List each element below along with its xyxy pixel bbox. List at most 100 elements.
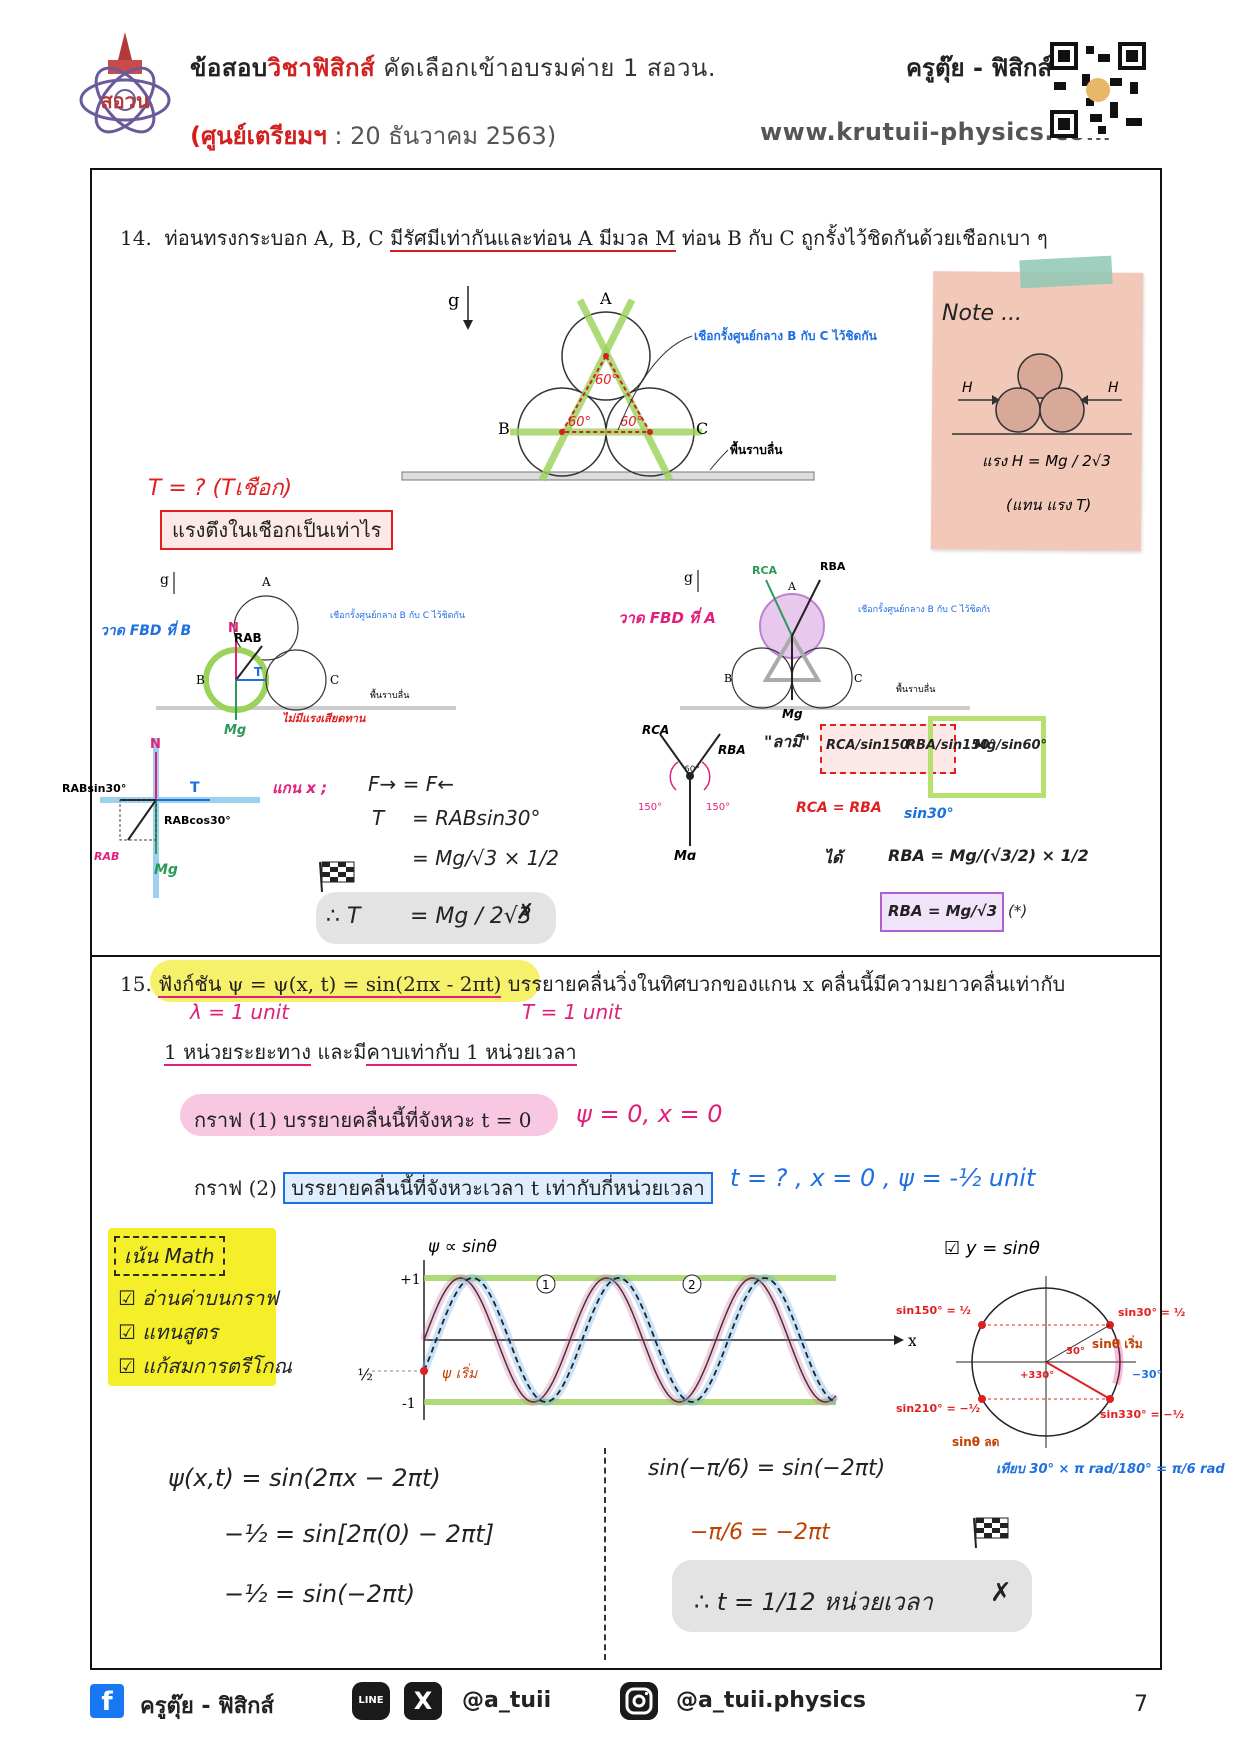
svg-text:RABcos30°: RABcos30° <box>164 814 231 827</box>
line-icon[interactable]: LINE <box>352 1682 390 1720</box>
q15-lambda-note: λ = 1 unit <box>190 1000 290 1024</box>
footer-twitter[interactable]: @a_tuii <box>462 1688 552 1713</box>
svg-text:B: B <box>724 672 732 685</box>
svg-text:ไม่มีแรงเสียดทาน: ไม่มีแรงเสียดทาน <box>282 711 366 725</box>
instagram-icon[interactable] <box>620 1682 658 1720</box>
note-content: Note ... H H แรง H = Mg / 2√3 (แทน แรง T… <box>942 301 1132 514</box>
svg-text:60°: 60° <box>568 415 591 430</box>
q15-answer-box <box>672 1560 1032 1632</box>
facebook-icon[interactable]: f <box>90 1684 124 1718</box>
posn-logo: สอวน <box>79 32 171 134</box>
svg-text:T: T <box>254 665 263 679</box>
q14-answer-rhs: = Mg / 2√3 <box>410 904 532 929</box>
svg-text:g: g <box>448 290 460 311</box>
lami-label: "ลามี" <box>764 732 811 751</box>
svg-text:แรง H = Mg / 2√3: แรง H = Mg / 2√3 <box>982 452 1111 470</box>
svg-text:B: B <box>196 673 205 687</box>
x-icon[interactable]: X <box>404 1682 442 1720</box>
svg-text:Mg: Mg <box>674 849 696 860</box>
lami-result: RBA = Mg/√3 <box>888 902 998 920</box>
svg-text:พื้นราบลื่น: พื้นราบลื่น <box>730 440 783 457</box>
svg-text:2: 2 <box>688 1278 696 1292</box>
svg-text:(แทน แรง T): (แทน แรง T) <box>1006 496 1091 514</box>
svg-text:เชือกรั้งศูนย์กลาง B กับ C ไว้: เชือกรั้งศูนย์กลาง B กับ C ไว้ชิดกัน <box>858 602 990 615</box>
q15-answer: ∴ t = 1/12 หน่วยเวลา <box>694 1588 933 1616</box>
work-line-1: ψ(x,t) = sin(2πx − 2πt) <box>168 1464 441 1492</box>
svg-text:A: A <box>261 575 271 589</box>
svg-text:sinθ ลด: sinθ ลด <box>952 1435 1000 1449</box>
svg-text:−½: −½ <box>356 1365 373 1384</box>
lami-result-box <box>880 892 1004 932</box>
work-line-3: −½ = sin(−2πt) <box>224 1580 416 1608</box>
q15-statement: 15. ฟังก์ชัน ψ = ψ(x, t) = sin(2πx - 2πt… <box>120 972 1066 998</box>
svg-text:60°: 60° <box>595 373 618 388</box>
q14-ask-box: แรงตึงในเชือกเป็นเท่าไร <box>160 510 394 550</box>
lami-dashed-box <box>820 724 956 774</box>
svg-text:Mg: Mg <box>224 723 246 738</box>
checkered-flag-icon-2 <box>973 1517 1009 1549</box>
svg-text:N: N <box>228 621 239 636</box>
lami-get: ได้ <box>824 848 843 867</box>
svg-text:sin150° = ½: sin150° = ½ <box>896 1304 971 1317</box>
svg-text:RAB: RAB <box>234 631 262 645</box>
lami-eq-a: RCA/sin150° <box>826 738 916 753</box>
footer-facebook[interactable]: ครูตุ๊ย - ฟิสิกส์ <box>140 1694 274 1719</box>
lami-sin30: sin30° <box>904 806 954 822</box>
svg-text:−30°: −30° <box>1132 1368 1162 1381</box>
focus-item-3: ☑ แก้สมการตรีโกณ <box>118 1354 292 1378</box>
svg-text:พื้นราบลื่น: พื้นราบลื่น <box>370 688 409 701</box>
svg-text:RBA: RBA <box>820 560 846 573</box>
svg-text:Mg: Mg <box>782 707 803 721</box>
eq-t-sub: = Mg/√3 × 1/2 <box>412 846 559 870</box>
q15-graph2: กราฟ (2) บรรยายคลื่นนี้ที่จังหวะเวลา t เ… <box>194 1172 713 1204</box>
lami-equal: RCA = RBA <box>796 800 882 816</box>
lami-rba-eq: RBA = Mg/(√3/2) × 1/2 <box>888 846 1089 865</box>
lami-star: (*) <box>1008 902 1028 920</box>
svg-text:B: B <box>498 419 510 438</box>
lami-green-box <box>928 716 1046 798</box>
q14-done-mark: ✗ <box>516 900 535 925</box>
svg-text:-1: -1 <box>402 1396 416 1412</box>
svg-text:RABsin30°: RABsin30° <box>62 782 126 795</box>
svg-text:H: H <box>962 380 973 396</box>
svg-text:g: g <box>684 570 693 586</box>
svg-text:C: C <box>696 419 708 438</box>
fbd-a-diagram: g RCA RBA Mg A B C เชือกรั้งศูนย์กลาง B … <box>680 560 990 721</box>
svg-text:x: x <box>908 1331 916 1350</box>
q15-graph1: กราฟ (1) บรรยายคลื่นนี้ที่จังหวะ t = 0 <box>194 1108 532 1132</box>
footer-instagram[interactable]: @a_tuii.physics <box>676 1688 866 1713</box>
q15-period-note: T = 1 unit <box>522 1000 622 1024</box>
header-subtitle: (ศูนย์เตรียมฯ : 20 ธันวาคม 2563) <box>190 122 557 150</box>
lami-eq-c: Mg/sin60° <box>974 738 1048 753</box>
focus-sticky-note: เน้น Math ☑ อ่านค่าบนกราฟ ☑ แทนสูตร ☑ แก… <box>108 1228 292 1386</box>
svg-text:เชือกรั้งศูนย์กลาง B กับ C ไว้: เชือกรั้งศูนย์กลาง B กับ C ไว้ชิดกัน <box>330 608 465 621</box>
rad-conversion: เทียบ 30° × π rad/180° = π/6 rad <box>996 1462 1225 1477</box>
q15-func-highlight <box>150 960 540 1002</box>
fbd-b-label: วาด FBD ที่ B <box>100 623 192 639</box>
svg-text:RCA: RCA <box>752 564 778 577</box>
work-line-4: sin(−π/6) = sin(−2πt) <box>648 1456 886 1481</box>
fbd-b-diagram: g A B C N RAB T Mg ไม่มีแรงเสียดทาน เชือ… <box>156 572 465 738</box>
svg-text:1: 1 <box>542 1278 550 1292</box>
graph1-highlight <box>180 1094 558 1136</box>
page-number: 7 <box>1134 1692 1148 1717</box>
svg-text:C: C <box>330 673 339 687</box>
eq-axis-label: แกน x ; <box>272 779 328 797</box>
svg-text:ψ เริ่ม: ψ เริ่ม <box>442 1363 478 1382</box>
q15-statement-line2: 1 หน่วยระยะทาง และมีคาบเท่ากับ 1 หน่วยเว… <box>164 1040 577 1066</box>
svg-text:H: H <box>1108 380 1119 396</box>
svg-text:พื้นราบลื่น: พื้นราบลื่น <box>896 682 935 695</box>
eq-force-balance: F→ = F← <box>368 772 454 796</box>
wave-graph: ψ ∝ sinθ x +1 -1 −½ 1 2 ψ เริ่ม <box>356 1237 916 1420</box>
qr-code-icon[interactable] <box>1050 42 1146 138</box>
svg-text:N: N <box>150 737 161 752</box>
svg-text:sin330° = −½: sin330° = −½ <box>1100 1408 1184 1421</box>
svg-text:RCA: RCA <box>642 723 669 737</box>
unit-circle: ☑ y = sinθ sin150° = ½ sin30° = ½ sin210… <box>896 1238 1185 1449</box>
header-title: ข้อสอบวิชาฟิสิกส์ คัดเลือกเข้าอบรมค่าย 1… <box>190 54 716 82</box>
work-line-2: −½ = sin[2π(0) − 2πt] <box>224 1520 495 1548</box>
q14-answer-box <box>316 892 556 944</box>
svg-text:+1: +1 <box>400 1272 421 1288</box>
q15-done-mark: ✗ <box>990 1578 1012 1608</box>
q15-graph1-note: ψ = 0, x = 0 <box>576 1100 723 1128</box>
